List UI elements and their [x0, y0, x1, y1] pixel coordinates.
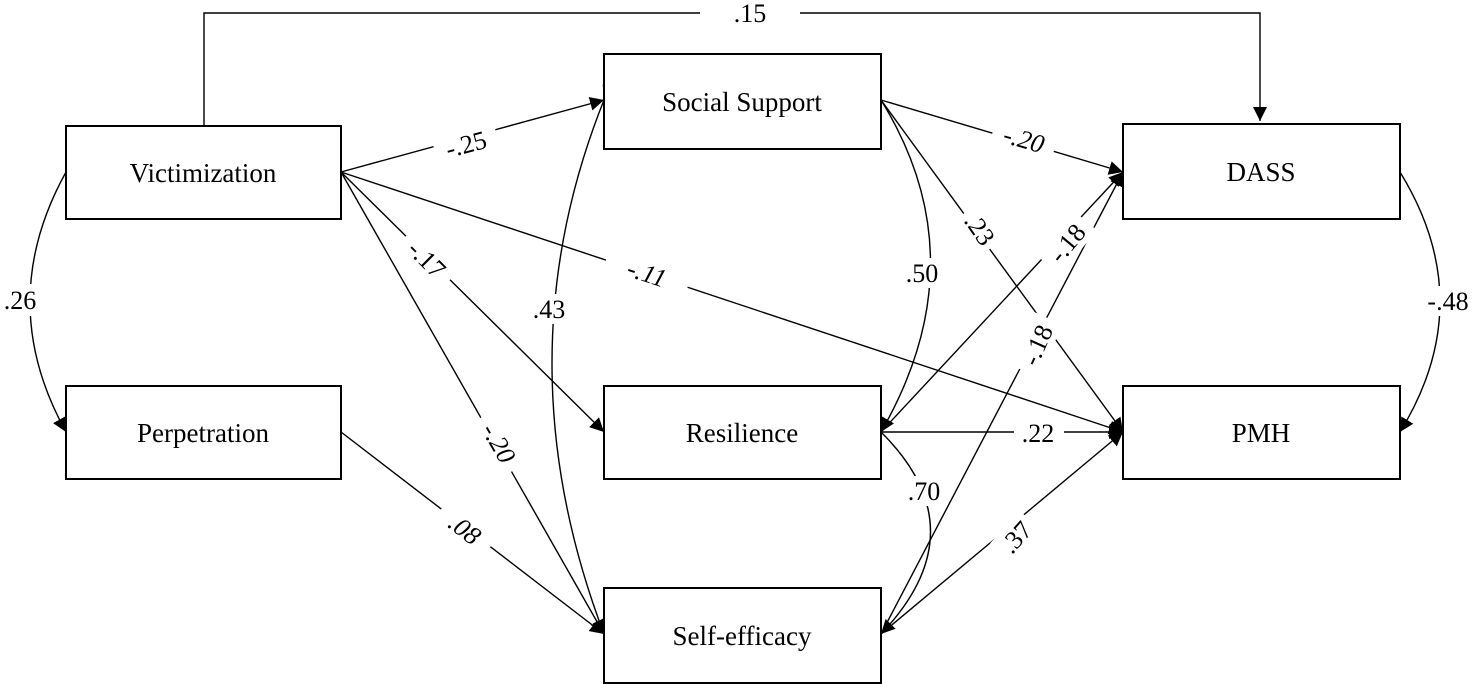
- node-self-efficacy: Self-efficacy: [603, 587, 882, 684]
- path-vict-pmh: [340, 171, 1124, 435]
- coef-vict-dass: .15: [700, 0, 800, 28]
- svg-text:.22: .22: [1022, 419, 1055, 448]
- svg-text:.43: .43: [533, 295, 566, 324]
- node-social-support: Social Support: [603, 53, 882, 150]
- node-perpetration: Perpetration: [65, 385, 342, 480]
- svg-text:.70: .70: [908, 477, 941, 506]
- path-resilience-dass: [880, 171, 1124, 433]
- node-victimization: Victimization: [65, 125, 342, 220]
- svg-text:Perpetration: Perpetration: [137, 418, 269, 448]
- node-resilience: Resilience: [603, 385, 882, 480]
- coef-vict-social: -.25: [430, 120, 502, 168]
- coef-resilience-dass: -.18: [1036, 211, 1098, 275]
- coef-selfeff-pmh: .37: [990, 510, 1042, 564]
- svg-text:.26: .26: [4, 286, 37, 315]
- coef-perp-selfeff: .08: [431, 498, 499, 560]
- svg-text:PMH: PMH: [1232, 418, 1291, 448]
- path-vict-resilience: [340, 171, 605, 433]
- coef-dass-pmh: -.48: [1420, 286, 1476, 316]
- svg-text:.50: .50: [906, 259, 939, 288]
- node-pmh: PMH: [1122, 385, 1401, 480]
- svg-text:Self-efficacy: Self-efficacy: [673, 621, 812, 651]
- coef-vict-selfeff: -.20: [470, 408, 528, 478]
- svg-text:-.20: -.20: [1000, 120, 1048, 159]
- coef-social-selfeff: .43: [528, 294, 572, 324]
- svg-text:Social Support: Social Support: [662, 87, 822, 117]
- coef-social-dass: -.20: [989, 115, 1059, 163]
- svg-text:DASS: DASS: [1226, 157, 1295, 187]
- cov-social-selfeff: [551, 84, 616, 635]
- cov-resilience-selfeff: [866, 417, 932, 635]
- coef-social-resilience: .50: [900, 258, 944, 288]
- coef-social-pmh: .23: [955, 202, 1005, 256]
- node-dass: DASS: [1122, 123, 1401, 220]
- svg-text:Resilience: Resilience: [686, 418, 798, 448]
- path-selfeff-dass: [880, 171, 1124, 635]
- path-social-pmh: [880, 99, 1124, 433]
- coef-resilience-selfeff: .70: [902, 476, 946, 506]
- coef-vict-perp: .26: [0, 284, 44, 316]
- svg-text:Victimization: Victimization: [130, 158, 277, 188]
- coef-selfeff-dass: -.18: [1011, 312, 1063, 378]
- path-vict-selfeff: [340, 171, 605, 635]
- svg-text:-.48: -.48: [1427, 287, 1468, 316]
- coef-vict-pmh: -.11: [601, 245, 693, 301]
- coef-resilience-pmh: .22: [1014, 418, 1064, 448]
- svg-text:-.25: -.25: [442, 125, 489, 164]
- svg-text:.15: .15: [734, 0, 767, 28]
